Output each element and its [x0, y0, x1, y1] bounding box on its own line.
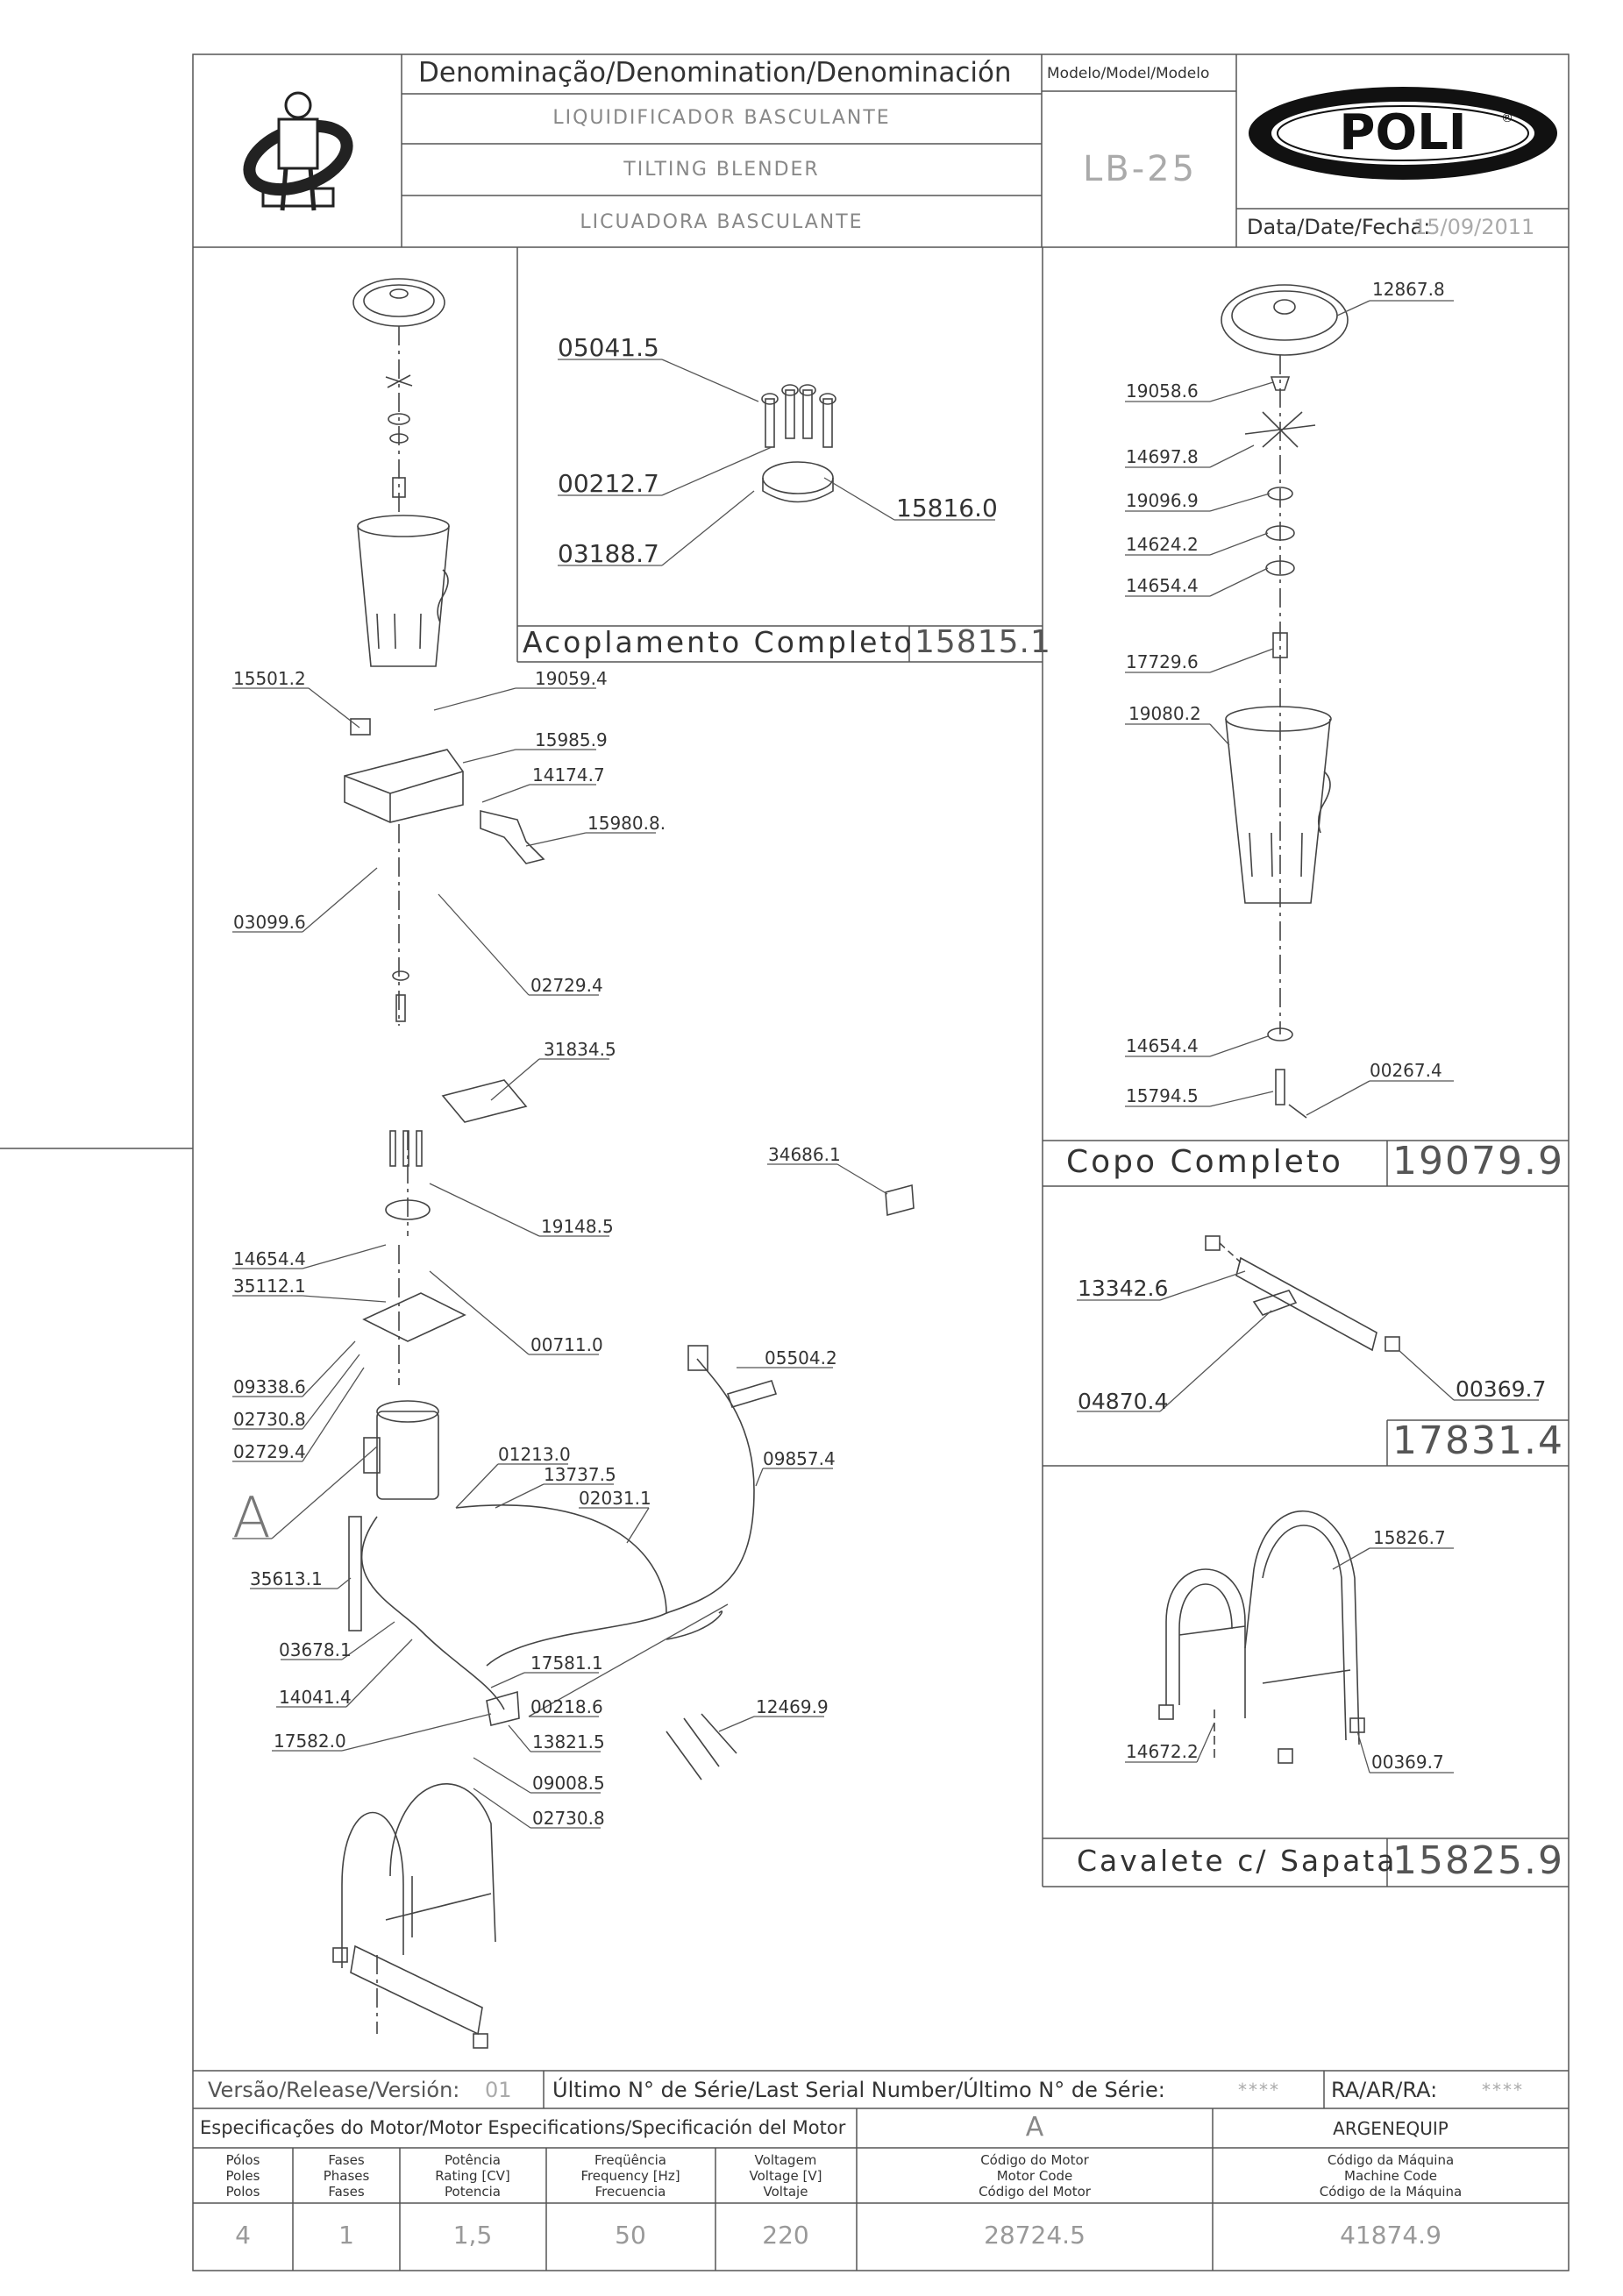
part-label: 34686.1 [768, 1144, 841, 1165]
part-label: 03099.6 [233, 912, 306, 933]
part-label: 02729.4 [530, 975, 603, 996]
model-label: Modelo/Model/Modelo [1047, 65, 1210, 82]
coupling-part-label: 00212.7 [558, 469, 659, 498]
version-value: 01 [485, 2078, 512, 2102]
part-label: 14654.4 [233, 1248, 306, 1269]
part-label: 35112.1 [233, 1276, 306, 1297]
part-label: 15985.9 [535, 729, 608, 750]
coupling-title: Acoplamento Completo [523, 625, 915, 659]
cup-title: Copo Completo [1066, 1144, 1343, 1180]
cup-code: 19079.9 [1392, 1139, 1564, 1184]
stand-part-label: 14672.2 [1126, 1741, 1199, 1762]
part-label: 02730.8 [233, 1409, 306, 1430]
part-label: 14041.4 [279, 1687, 352, 1708]
part-label: 00218.6 [530, 1696, 603, 1717]
stand-part-label: 00369.7 [1371, 1752, 1444, 1773]
cup-part-label: 15794.5 [1126, 1085, 1199, 1106]
cup-part-label: 19096.9 [1126, 490, 1199, 511]
part-label: 19059.4 [535, 668, 608, 689]
cup-part-label: 14697.8 [1126, 446, 1199, 467]
model-number: LB-25 [1082, 149, 1198, 189]
part-label: 09338.6 [233, 1376, 306, 1397]
stand-title: Cavalete c/ Sapata [1077, 1844, 1398, 1878]
bar-part-label: 04870.4 [1078, 1389, 1169, 1414]
part-label: 15980.8. [587, 813, 666, 834]
part-label: 17582.0 [274, 1731, 346, 1752]
date-value: 15/09/2011 [1413, 215, 1535, 239]
bar-part-label: 13342.6 [1078, 1276, 1169, 1301]
part-label: 31834.5 [544, 1039, 616, 1060]
product-name-es: LICUADORA BASCULANTE [580, 211, 864, 233]
spec-poles-value: 4 [235, 2221, 251, 2250]
cup-part-label: 14624.2 [1126, 534, 1199, 555]
stand-part-label: 15826.7 [1373, 1527, 1446, 1548]
part-label: 17581.1 [530, 1653, 603, 1674]
part-label: 00711.0 [530, 1334, 603, 1355]
part-label: 02729.4 [233, 1441, 306, 1462]
serial-value: **** [1238, 2079, 1280, 2101]
part-label: 02031.1 [579, 1488, 651, 1509]
coupling-part-label: 15816.0 [896, 494, 998, 522]
part-label: 09008.5 [532, 1773, 605, 1794]
part-label: 02730.8 [532, 1808, 605, 1829]
coupling-part-label: 05041.5 [558, 333, 659, 362]
cup-part-label: 14654.4 [1126, 575, 1199, 596]
spec-motor-code-value: 28724.5 [984, 2221, 1086, 2250]
part-label: 03678.1 [279, 1639, 352, 1660]
stand-code: 15825.9 [1392, 1838, 1564, 1883]
poli-logo [1249, 87, 1557, 180]
ra-label: RA/AR/RA: [1331, 2078, 1438, 2102]
bar-part-label: 00369.7 [1456, 1376, 1547, 1402]
motor-spec-label: Especificações do Motor/Motor Especifica… [200, 2117, 846, 2138]
spec-rating-value: 1,5 [452, 2221, 493, 2250]
part-label: 13737.5 [544, 1464, 616, 1485]
cup-part-label: 12867.8 [1372, 279, 1445, 300]
cup-part-label: 17729.6 [1126, 651, 1199, 672]
part-label: 01213.0 [498, 1444, 571, 1465]
spec-phases-value: 1 [338, 2221, 354, 2250]
spec-voltage-value: 220 [762, 2221, 809, 2250]
part-label: 09857.4 [763, 1448, 836, 1469]
spec-machine-code-value: 41874.9 [1340, 2221, 1441, 2250]
date-label: Data/Date/Fecha: [1247, 215, 1431, 239]
exploded-parts [332, 278, 1400, 2049]
part-label: 35613.1 [250, 1568, 323, 1589]
part-label: 05504.2 [765, 1347, 837, 1368]
part-label: 19148.5 [541, 1216, 614, 1237]
product-name-en: TILTING BLENDER [623, 159, 820, 181]
version-label: Versão/Release/Versión: [208, 2078, 460, 2102]
product-name-pt: LIQUIDIFICADOR BASCULANTE [552, 107, 891, 129]
part-label: 15501.2 [233, 668, 306, 689]
serial-label: Último N° de Série/Last Serial Number/Úl… [552, 2078, 1165, 2102]
cup-part-label: 19080.2 [1128, 703, 1201, 724]
part-label: 12469.9 [756, 1696, 829, 1717]
motor-ref-callout: A [232, 1486, 271, 1551]
brand-logo-text: POLI [1339, 104, 1467, 161]
machine-maker: ARGENEQUIP [1333, 2118, 1449, 2139]
authorized-service-seal [243, 91, 353, 211]
cup-part-label: 14654.4 [1126, 1035, 1199, 1056]
coupling-part-label: 03188.7 [558, 539, 659, 568]
cup-part-label: 00267.4 [1370, 1060, 1442, 1081]
ra-value: **** [1482, 2079, 1524, 2101]
cup-part-label: 19058.6 [1126, 380, 1199, 402]
denomination-label: Denominação/Denomination/Denominación [418, 57, 1012, 89]
registered-mark: ® [1501, 111, 1513, 125]
motor-ref: A [1025, 2112, 1044, 2143]
coupling-code: 15815.1 [915, 624, 1051, 660]
spec-frequency-value: 50 [615, 2221, 646, 2250]
part-label: 14174.7 [532, 764, 605, 785]
bar-code: 17831.4 [1392, 1418, 1564, 1463]
part-label: 13821.5 [532, 1731, 605, 1752]
